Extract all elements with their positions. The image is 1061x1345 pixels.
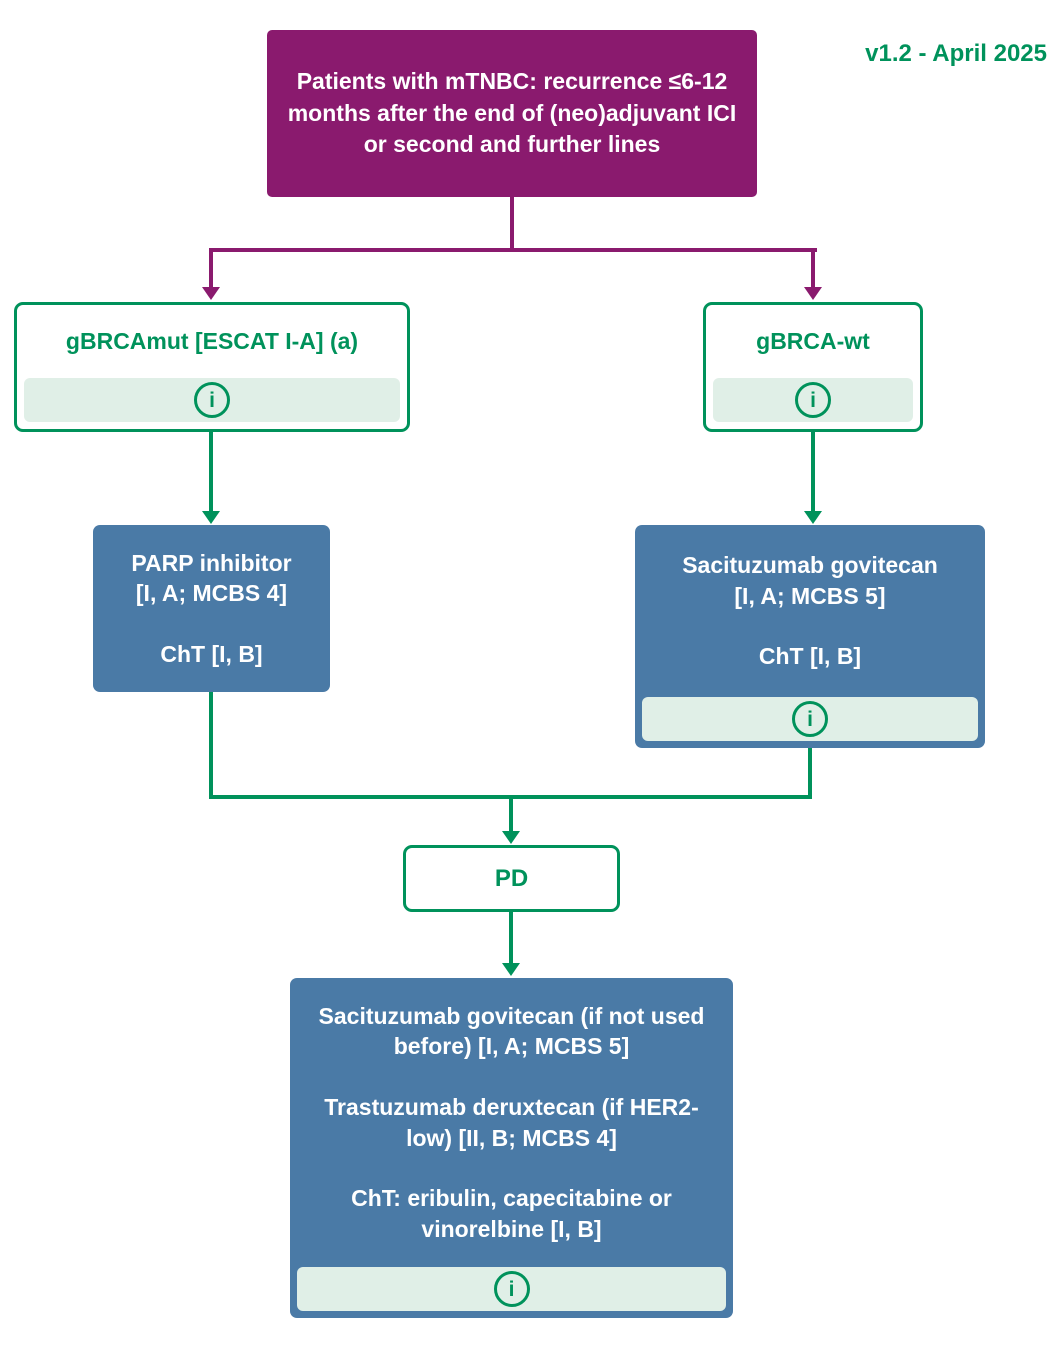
postpd-info-button[interactable]: i: [297, 1267, 726, 1311]
info-icon[interactable]: i: [792, 701, 828, 737]
sacituzumab-info-button[interactable]: i: [642, 697, 978, 741]
node-gbrcamut-label: gBRCAmut [ESCAT I-A] (a): [65, 328, 359, 354]
node-root-text: Patients with mTNBC: recurrence ≤6-12 mo…: [287, 67, 737, 158]
info-icon-glyph: i: [508, 1277, 515, 1301]
connector-root-right-drop: [811, 248, 815, 288]
connector-gbrcamut-parp: [209, 432, 213, 512]
gbrcawt-info-button[interactable]: i: [713, 378, 913, 422]
info-icon-glyph: i: [807, 707, 813, 731]
connector-sg-down: [808, 748, 812, 799]
connector-merge-to-pd: [509, 795, 513, 832]
text-line: ChT: eribulin, capecitabine or vinorelbi…: [351, 1185, 672, 1242]
connector-pd-postpd: [509, 912, 513, 964]
node-pd: PD: [403, 845, 620, 912]
node-parp: PARP inhibitor [I, A; MCBS 4] ChT [I, B]: [93, 525, 330, 692]
node-root: Patients with mTNBC: recurrence ≤6-12 mo…: [267, 30, 757, 197]
connector-parp-down: [209, 692, 213, 799]
text-line: [I, A; MCBS 5]: [734, 582, 886, 609]
text-line: [105, 609, 318, 639]
text-line: Sacituzumab govitecan: [682, 552, 938, 579]
node-gbrcawt: gBRCA-wt i: [703, 302, 923, 432]
text-line: [647, 611, 973, 641]
text-line: Sacituzumab govitecan (if not used befor…: [318, 1003, 705, 1060]
arrowhead-pd: [502, 831, 520, 844]
node-postpd-text: Sacituzumab govitecan (if not used befor…: [290, 978, 733, 1267]
node-parp-text: PARP inhibitor [I, A; MCBS 4] ChT [I, B]: [93, 525, 330, 692]
connector-root-left-drop: [209, 248, 213, 288]
connector-gbrcawt-sg: [811, 432, 815, 512]
text-line: [302, 1153, 721, 1183]
arrowhead-sg: [804, 511, 822, 524]
arrowhead-left-purple: [202, 287, 220, 300]
info-icon[interactable]: i: [194, 382, 230, 418]
arrowhead-parp: [202, 511, 220, 524]
info-icon-glyph: i: [810, 388, 816, 412]
arrowhead-right-purple: [804, 287, 822, 300]
info-icon[interactable]: i: [795, 382, 831, 418]
connector-root-stem: [510, 197, 514, 250]
info-icon[interactable]: i: [493, 1271, 530, 1307]
node-sacituzumab: Sacituzumab govitecan [I, A; MCBS 5] ChT…: [635, 525, 985, 748]
gbrcamut-info-button[interactable]: i: [24, 378, 400, 422]
arrowhead-postpd: [502, 963, 520, 976]
node-sacituzumab-text: Sacituzumab govitecan [I, A; MCBS 5] ChT…: [635, 525, 985, 697]
text-line: Trastuzumab deruxtecan (if HER2-low) [II…: [324, 1094, 699, 1151]
node-gbrcawt-label: gBRCA-wt: [756, 328, 870, 354]
text-line: [302, 1062, 721, 1092]
node-postpd: Sacituzumab govitecan (if not used befor…: [290, 978, 733, 1318]
text-line: ChT [I, B]: [160, 640, 263, 667]
node-pd-label: PD: [494, 864, 529, 892]
connector-root-branch-horizontal: [209, 248, 817, 252]
text-line: ChT [I, B]: [758, 643, 862, 670]
text-line: PARP inhibitor: [131, 549, 292, 576]
text-line: [I, A; MCBS 4]: [135, 580, 288, 607]
version-label: v1.2 - April 2025: [865, 40, 1047, 67]
info-icon-glyph: i: [209, 388, 215, 412]
node-gbrcamut: gBRCAmut [ESCAT I-A] (a) i: [14, 302, 410, 432]
